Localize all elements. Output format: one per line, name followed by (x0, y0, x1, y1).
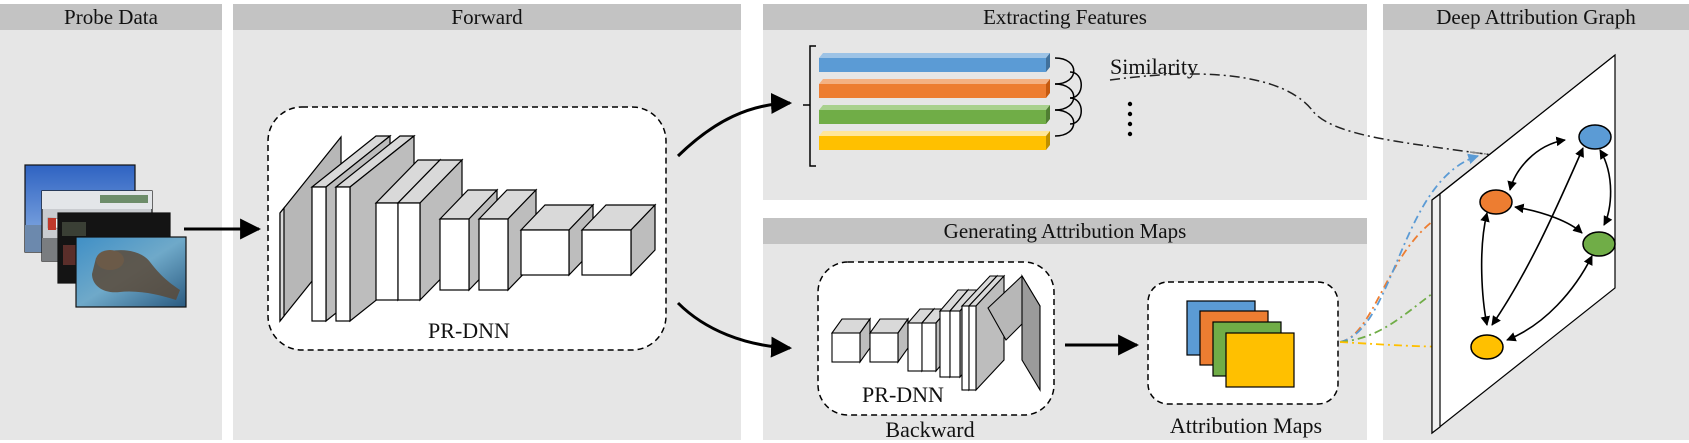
layer-block (580, 203, 657, 277)
graph-edges (1480, 136, 1613, 342)
probe-image-seal (75, 236, 187, 308)
feature-vector-orange (819, 79, 1050, 98)
layer-block (519, 203, 595, 277)
panel-header-bg (233, 4, 741, 30)
attribution-map-stack (1186, 300, 1295, 388)
panel-title-deep-attribution-graph: Deep Attribution Graph (1436, 5, 1636, 29)
graph-node-blue (1578, 124, 1612, 150)
arrow-forward-to-backward (676, 301, 793, 358)
panel-header-bg (1383, 4, 1689, 30)
ellipsis-dots (1127, 101, 1133, 137)
backward-label: Backward (885, 417, 974, 442)
graph-node-green (1582, 231, 1616, 257)
feature-vector-green (819, 105, 1050, 124)
backward-network-layers (830, 274, 1041, 392)
graph-node-yellow (1470, 334, 1504, 360)
layer-block (830, 317, 872, 364)
attribution-maps-label: Attribution Maps (1170, 413, 1322, 438)
panel-header-bg (763, 218, 1367, 244)
backward-network-label: PR-DNN (862, 382, 944, 407)
similarity-arcs (1054, 57, 1082, 137)
forward-network-label: PR-DNN (428, 318, 510, 343)
layer-block (987, 274, 1041, 392)
feature-vector-yellow (819, 131, 1050, 150)
feature-bracket (803, 45, 816, 167)
panel-header-bg (763, 4, 1367, 30)
arrow-forward-to-features (676, 92, 793, 158)
probe-image-stack (24, 164, 187, 308)
layer-block (868, 317, 910, 364)
panel-title-extracting-features: Extracting Features (983, 5, 1147, 29)
panel-title-probe-data: Probe Data (64, 5, 159, 29)
attribution-map-yellow (1225, 332, 1295, 388)
feature-vector-blue (819, 53, 1050, 72)
panel-header-bg (0, 4, 222, 30)
forward-network-layers (279, 134, 657, 323)
panel-title-forward: Forward (451, 5, 523, 29)
graph-node-orange (1479, 189, 1513, 215)
panel-title-generating-attribution-maps: Generating Attribution Maps (944, 219, 1187, 243)
graph-nodes (1470, 124, 1616, 360)
panel-extracting-features: Extracting Features (763, 4, 1367, 200)
